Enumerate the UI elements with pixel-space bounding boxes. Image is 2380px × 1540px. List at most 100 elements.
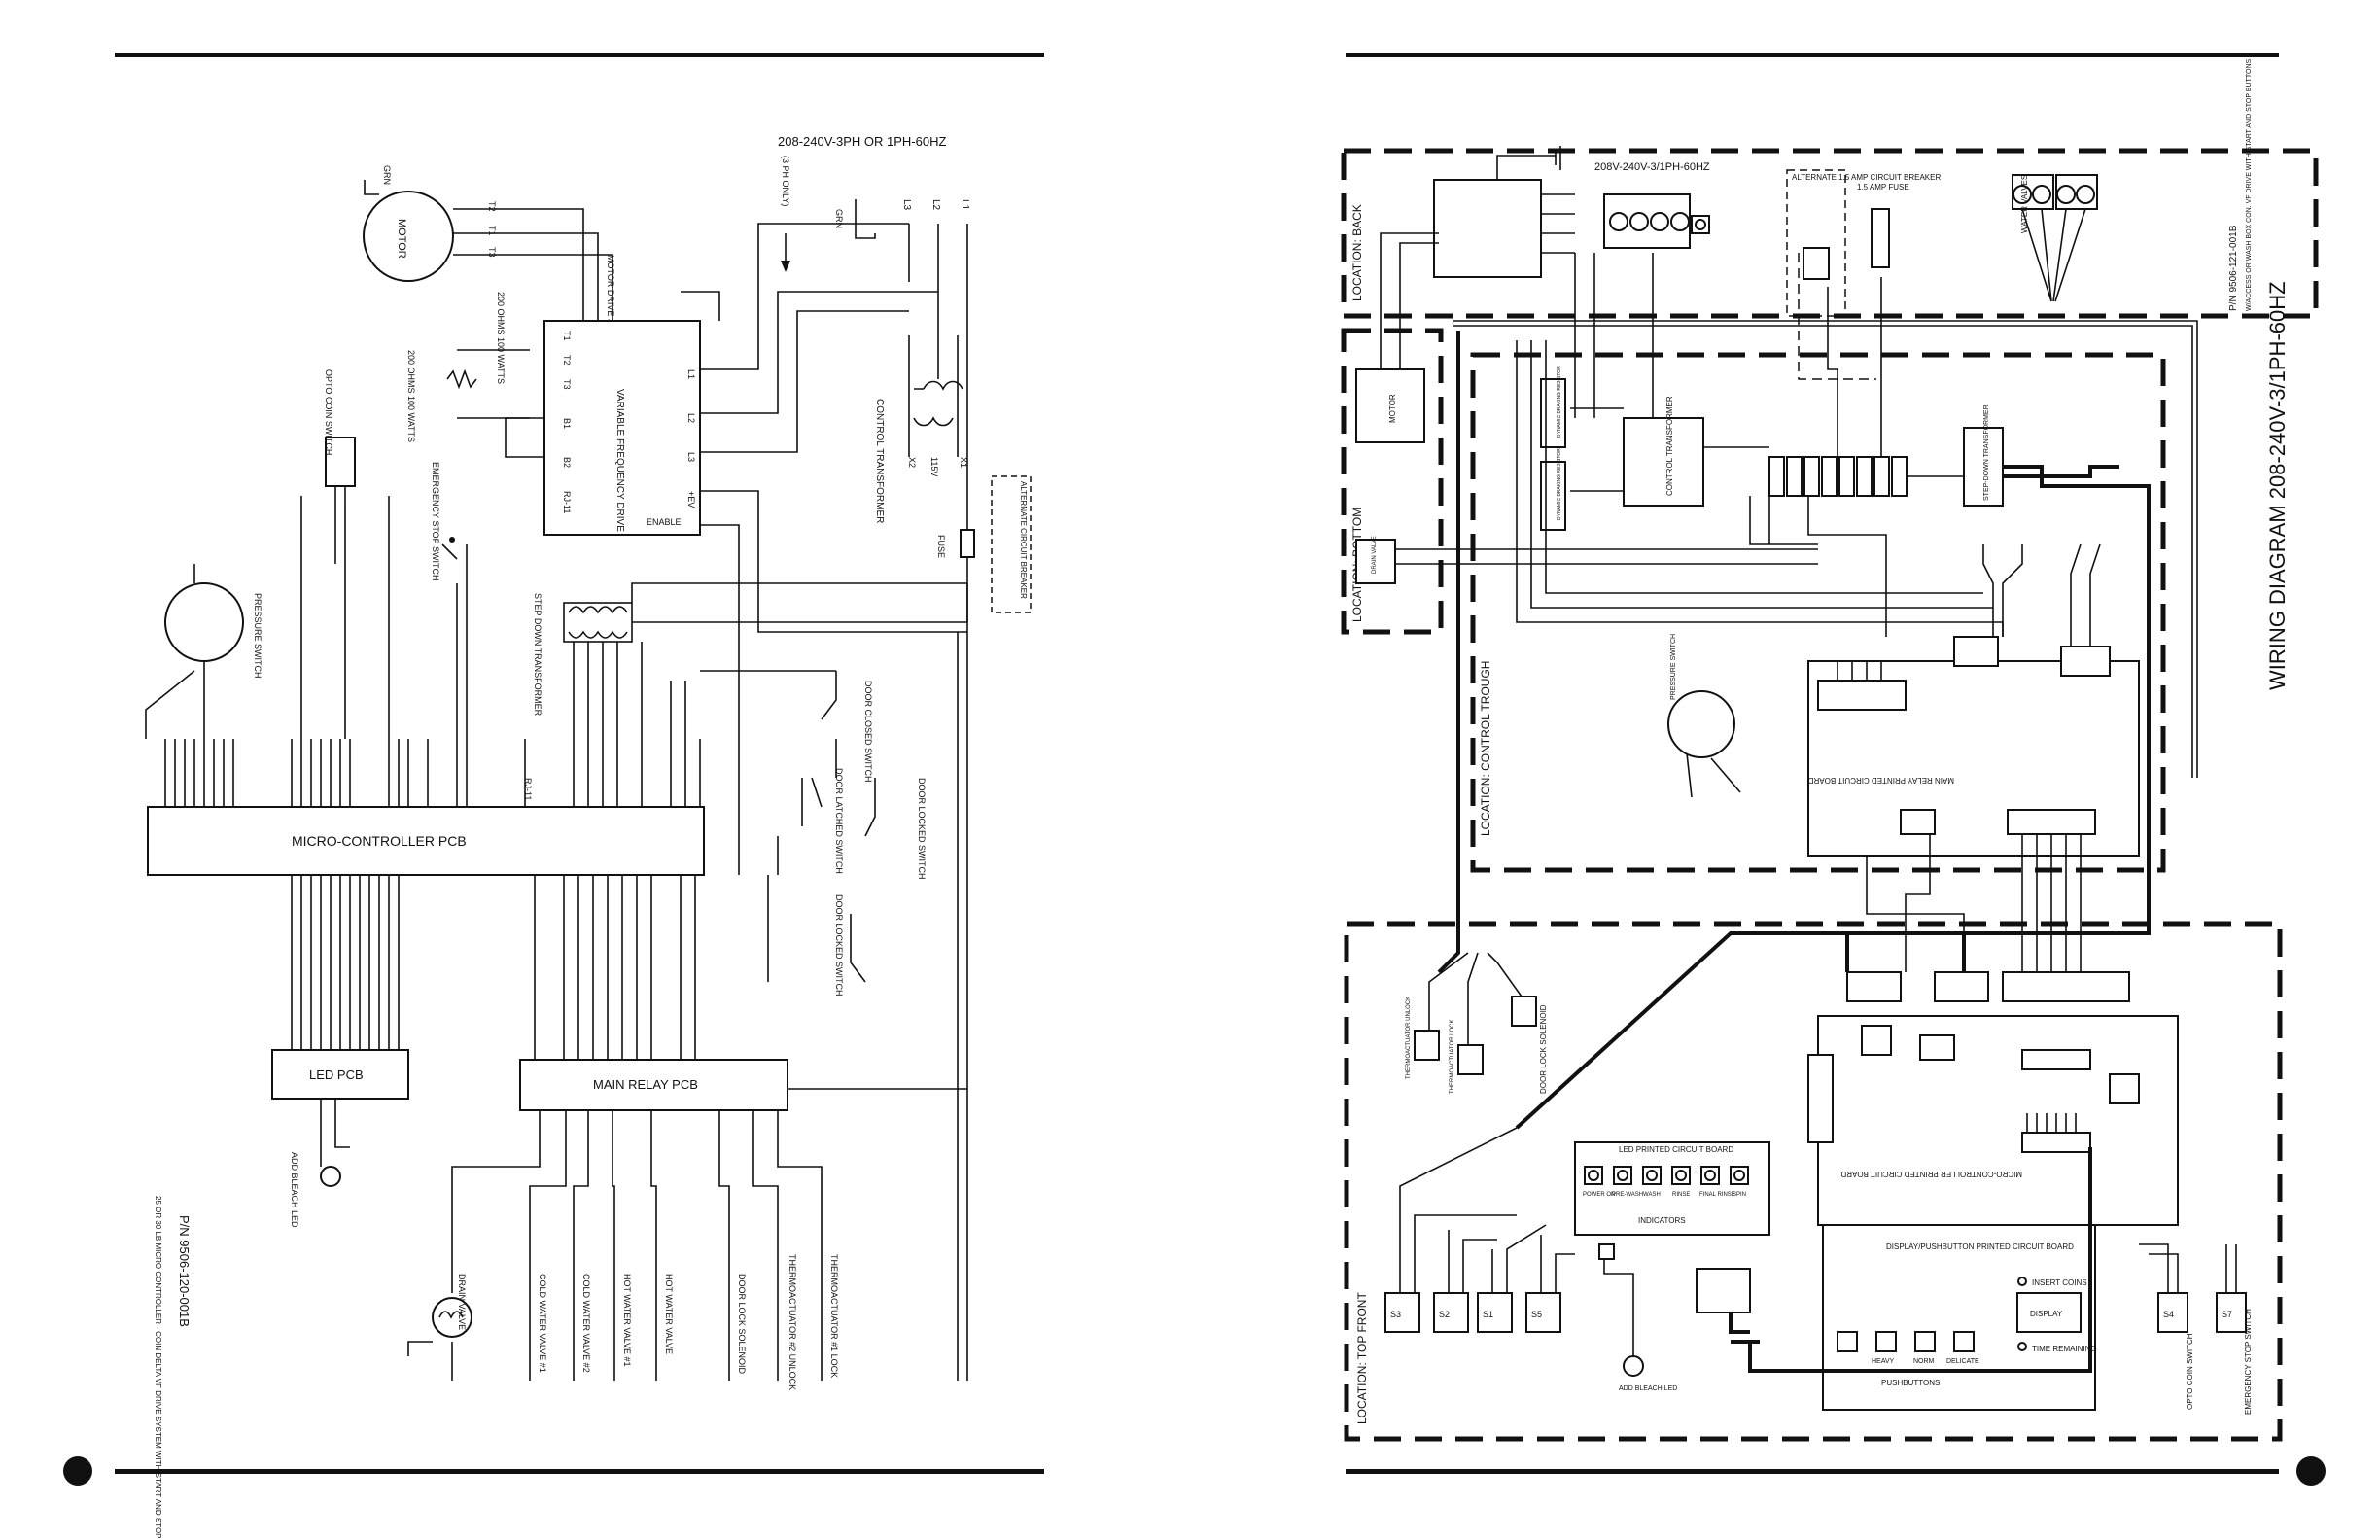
left-fuse-label: FUSE (936, 535, 946, 558)
right-thermo-unlock-label: THERMOACTUATOR UNLOCK (1406, 997, 1412, 1079)
right-breaker-box (1786, 169, 1846, 317)
line-label-l1: L1 (960, 199, 970, 211)
pushbutton-start (1837, 1331, 1858, 1352)
right-terminal-strip (1768, 456, 1908, 497)
left-motor-symbol (363, 191, 454, 282)
motor-term-t3: T3 (487, 247, 497, 258)
right-step-down-label: STEP-DOWN TRANSFORMER (1983, 404, 1990, 501)
right-motor-label: MOTOR (1388, 394, 1397, 423)
thermo-lock-label: THERMOACTUATOR #1 LOCK (829, 1254, 839, 1378)
vfd-term-l3: L3 (686, 452, 696, 462)
left-main-relay-pcb: MAIN RELAY PCB (519, 1059, 967, 1111)
led-final-rinse: FINAL RINSE (1699, 1192, 1735, 1198)
left-step-down: STEP DOWN TRANSFORMER (533, 582, 967, 739)
micro-top-pins (164, 739, 701, 807)
right-page-dot (2296, 1456, 2326, 1486)
switch-s5: S5 (1531, 1310, 1542, 1319)
right-display-board: DISPLAY/PUSHBUTTON PRINTED CIRCUIT BOARD… (1822, 1224, 2097, 1411)
hot-water-1-label: HOT WATER VALVE #1 (622, 1274, 632, 1367)
dynamic-resistor-2 (1540, 461, 1566, 531)
motor-drive-system-label: MOTOR DRIVE SYSTEM (606, 255, 615, 355)
right-bottom-rule (1346, 1469, 2279, 1474)
left-bottom-rule (115, 1469, 1044, 1474)
right-control-transformer-label: CONTROL TRANSFORMER (1665, 396, 1674, 496)
phase-arrowhead (781, 261, 790, 272)
left-control-transformer: CONTROL TRANSFORMER X1 X2 115V (874, 335, 968, 523)
right-thermo-lock (1457, 1044, 1484, 1075)
vfd-box: VARIABLE FREQUENCY DRIVE ENABLE T1 T2 T3… (543, 320, 701, 536)
left-emergency-stop-label: EMERGENCY STOP SWITCH (431, 462, 440, 581)
motor-term-t1: T1 (487, 226, 497, 236)
left-breaker-box (991, 475, 1032, 613)
left-breaker-label: ALTERNATE CIRCUIT BREAKER (1019, 481, 1028, 599)
right-micro-board-label: MICRO-CONTROLLER PRINTED CIRCUIT BOARD (1840, 1170, 2022, 1178)
loc-front-label: LOCATION: TOP FRONT (1355, 1292, 1369, 1424)
right-step-down (1963, 427, 2004, 507)
right-top-rule (1346, 52, 2279, 57)
left-page-dot (63, 1456, 92, 1486)
left-step-down-label: STEP DOWN TRANSFORMER (533, 593, 542, 717)
left-motor-label: MOTOR (396, 219, 407, 259)
drain-valve-symbol (432, 1297, 472, 1338)
water-valves-label: WATER VALVES (2020, 175, 2029, 233)
switch-s4: S4 (2163, 1310, 2174, 1319)
left-add-bleach-label: ADD BLEACH LED (290, 1152, 299, 1228)
right-water-valves: WATER VALVES (2012, 174, 2098, 302)
left-pressure-switch: PRESSURE SWITCH (145, 564, 262, 739)
micro-pcb-label: MICRO-CONTROLLER PCB (292, 833, 467, 849)
line-label-l3: L3 (901, 199, 912, 211)
vfd-term-b2: B2 (562, 457, 572, 468)
left-main-relay-label: MAIN RELAY PCB (593, 1077, 698, 1092)
display-board-label: DISPLAY/PUSHBUTTON PRINTED CIRCUIT BOARD (1886, 1242, 2074, 1251)
pb-delicate-label: DELICATE (1946, 1358, 1979, 1365)
cold-water-2-label: COLD WATER VALVE #2 (581, 1274, 591, 1373)
vfd-title: VARIABLE FREQUENCY DRIVE (614, 389, 625, 532)
right-fuse-label: 1.5 AMP FUSE (1857, 183, 1909, 192)
left-led-pcb-label: LED PCB (309, 1068, 364, 1082)
resistor-1-label: 200 OHMS 100 WATTS (496, 292, 506, 384)
motor-term-t2: T2 (487, 201, 497, 212)
pushbuttons-label: PUSHBUTTONS (1881, 1379, 1940, 1387)
vfd-term-t3: T3 (562, 379, 572, 390)
led-power-on: POWER ON (1583, 1192, 1615, 1198)
right-led-board: LED PRINTED CIRCUIT BOARD POWER ON PRE-W… (1574, 1141, 1770, 1344)
right-pressure-switch-label: PRESSURE SWITCH (1670, 634, 1677, 700)
led-spin: SPIN (1732, 1192, 1746, 1198)
switch-s2: S2 (1439, 1310, 1450, 1319)
left-opto-coin: OPTO COIN SWITCH (300, 369, 390, 739)
micro-bottom-pins (291, 875, 696, 1060)
dynamic-resistor-label-1: DYNAMIC BRAKING RESISTOR (1557, 366, 1562, 438)
left-top-rule (115, 52, 1044, 57)
right-breaker-label: ALTERNATE 1.5 AMP CIRCUIT BREAKER (1792, 173, 1941, 182)
dynamic-resistor-1 (1540, 378, 1566, 448)
hot-water-2-label: HOT WATER VALVE (664, 1274, 674, 1354)
left-grn-label: GRN (834, 209, 844, 228)
vfd-term-t2: T2 (562, 355, 572, 366)
right-drain-valve (1355, 539, 1396, 584)
right-terminal-block (1603, 193, 1710, 249)
pushbutton-norm (1914, 1331, 1936, 1352)
transformer-x2: X2 (907, 457, 917, 468)
right-vfd-box (1433, 179, 1542, 278)
switch-s1: S1 (1483, 1310, 1493, 1319)
vfd-term-rj11: RJ-11 (562, 491, 572, 513)
door-locked-2-label: DOOR LOCKED SWITCH (834, 894, 844, 997)
indicators-label: INDICATORS (1638, 1216, 1686, 1225)
led-rinse: RINSE (1672, 1192, 1690, 1198)
display-label: DISPLAY (2030, 1310, 2063, 1318)
vfd-term-b1: B1 (562, 418, 572, 429)
left-wiring-diagram: 208-240V-3PH OR 1PH-60HZ (3 PH ONLY) L1 … (145, 134, 1032, 1540)
right-main-relay-board: MAIN RELAY PRINTED CIRCUIT BOARD (1807, 543, 2140, 857)
right-led-board-label: LED PRINTED CIRCUIT BOARD (1619, 1145, 1733, 1154)
vfd-term-l1: L1 (686, 369, 696, 379)
left-control-transformer-label: CONTROL TRANSFORMER (874, 399, 885, 523)
right-supply-label: 208V-240V-3/1PH-60HZ (1594, 161, 1710, 173)
left-led-pcb: LED PCB ADD BLEACH LED (271, 1049, 409, 1228)
right-part-number: P/N 9506-121-001B (2228, 225, 2239, 311)
loc-bottom-box (1341, 328, 1444, 635)
right-control-transformer (1623, 417, 1704, 507)
right-thermo-unlock (1414, 1030, 1440, 1061)
door-closed-label: DOOR CLOSED SWITCH (863, 681, 873, 783)
dynamic-resistor-label-2: DYNAMIC BRAKING RESISTOR (1557, 448, 1562, 520)
right-add-bleach-label: ADD BLEACH LED (1619, 1385, 1677, 1392)
